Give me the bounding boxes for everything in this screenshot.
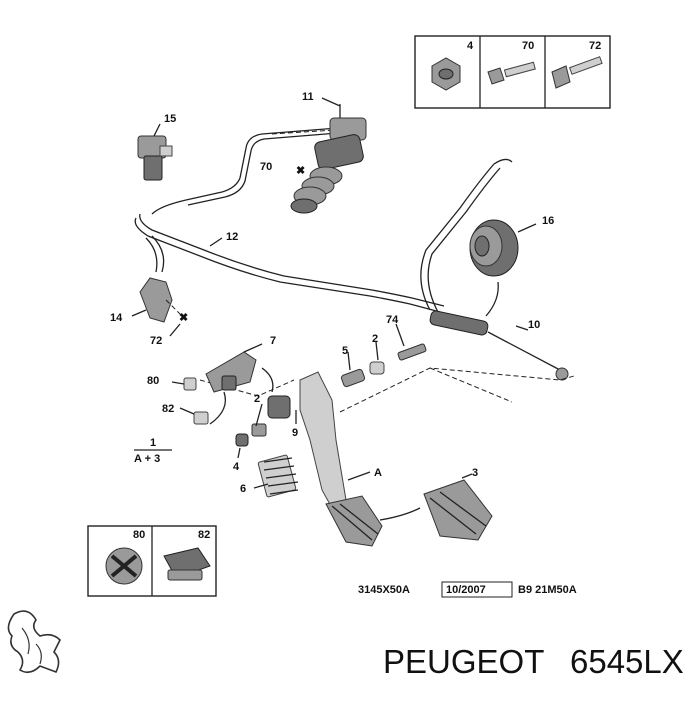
inset-box-switches: 80 82 — [87, 525, 217, 597]
callout-5: 5 — [342, 345, 348, 357]
bolt-icon — [487, 61, 536, 85]
callout-72: 72 — [150, 335, 162, 347]
part-number: 6545LX — [570, 643, 684, 680]
callout-4-inset: 4 — [467, 40, 474, 52]
pedal-pivot-parts — [340, 323, 427, 388]
clutch-hydraulic-lines — [134, 127, 513, 317]
callout-16: 16 — [542, 215, 554, 227]
switch-cap-icon — [105, 547, 143, 585]
bellows-boot — [290, 166, 343, 214]
cross-mark-icon-2: ✖ — [179, 312, 188, 324]
pipe-clip — [131, 277, 183, 323]
pivot-bushes — [235, 395, 297, 459]
inset-box-fasteners: 4 70 72 — [414, 35, 611, 109]
pedal-switch-assembly — [171, 343, 274, 425]
hose-bracket — [137, 123, 173, 181]
callout-11: 11 — [302, 91, 314, 103]
flange-bolt-icon — [551, 56, 603, 89]
nut-icon — [431, 57, 461, 91]
callout-7: 7 — [270, 335, 276, 347]
ref-code-1: 3145X50A — [358, 584, 410, 596]
callout-70: 70 — [260, 161, 272, 173]
cross-mark-icon: ✖ — [296, 165, 305, 177]
callout-12: 12 — [226, 231, 238, 243]
clutch-pedal — [299, 371, 383, 547]
callout-6: 6 — [240, 483, 246, 495]
return-spring — [253, 454, 299, 498]
pushrod — [429, 310, 569, 381]
callout-72-inset: 72 — [589, 40, 601, 52]
callout-1-sub: A + 3 — [134, 453, 160, 465]
callout-A: A — [374, 467, 382, 479]
callout-4: 4 — [233, 461, 240, 473]
callout-82: 82 — [162, 403, 174, 415]
callout-74: 74 — [386, 314, 399, 326]
brand-name: PEUGEOT — [383, 643, 544, 680]
switch-body-icon — [163, 547, 211, 581]
callout-80: 80 — [147, 375, 159, 387]
callout-3: 3 — [472, 467, 478, 479]
peugeot-lion-logo — [7, 610, 61, 674]
ref-code-2: B9 21M50A — [518, 584, 577, 596]
callout-82-inset: 82 — [198, 529, 210, 541]
callout-9: 9 — [292, 427, 298, 439]
pedal-box-outline — [199, 367, 575, 413]
callout-labels: 11 15 70 ✖ 16 12 14 72 ✖ 7 74 10 5 2 80 … — [110, 91, 554, 495]
callout-2a: 2 — [372, 333, 378, 345]
diagram-reference: 3145X50A 10/2007 B9 21M50A — [358, 581, 577, 598]
brake-pedal — [379, 473, 493, 541]
callout-1: 1 — [150, 437, 156, 449]
master-cylinder — [290, 97, 367, 214]
grommet-bush — [469, 219, 537, 277]
ref-date: 10/2007 — [446, 584, 486, 596]
callout-80-inset: 80 — [133, 529, 145, 541]
callout-2b: 2 — [254, 393, 260, 405]
callout-70-inset: 70 — [522, 40, 534, 52]
callout-15: 15 — [164, 113, 176, 125]
callout-14: 14 — [110, 312, 123, 324]
callout-10: 10 — [528, 319, 540, 331]
